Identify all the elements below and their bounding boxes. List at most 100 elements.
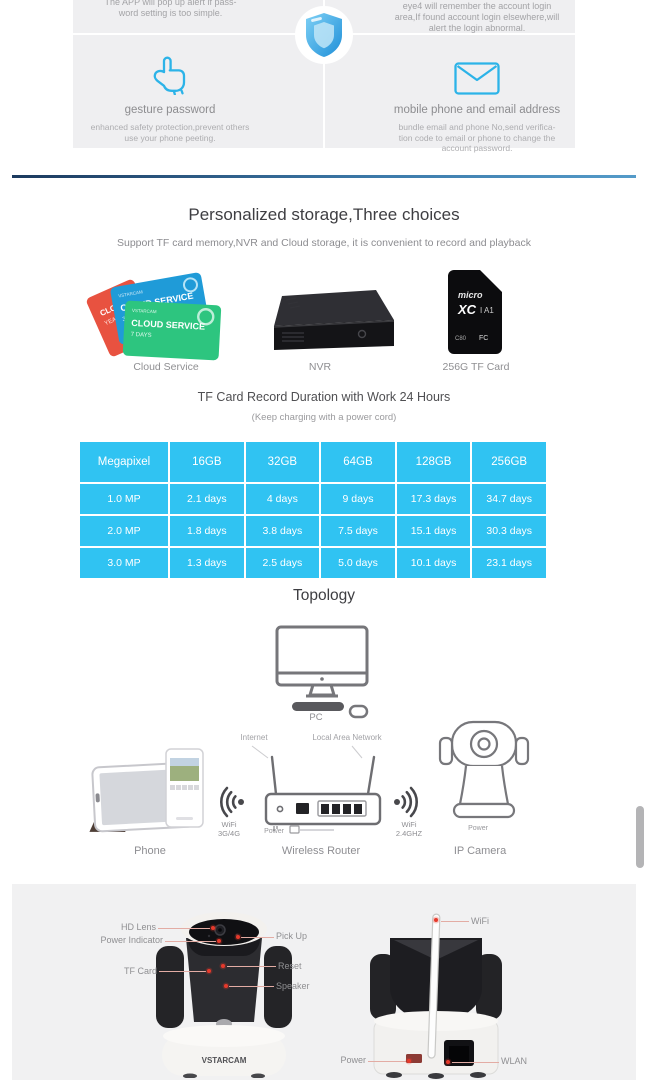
table-row: 3.0 MP 1.3 days 2.5 days 5.0 days 10.1 d… (80, 548, 546, 578)
tf-text: FC (479, 335, 488, 342)
callout-power-indicator: Power Indicator (100, 935, 163, 945)
tf-card-image: micro XC I A1 C80 FC (448, 270, 502, 354)
table-cell: 2.1 days (170, 484, 244, 514)
table-cell: 34.7 days (472, 484, 546, 514)
envelope-icon (382, 55, 572, 95)
text-line: alert the login abnormal. (428, 23, 526, 33)
feature-title: mobile phone and email address (393, 104, 561, 116)
table-title: TF Card Record Duration with Work 24 Hou… (197, 390, 451, 404)
card-brand: VSTARCAM (132, 308, 157, 314)
tf-text: I A1 (480, 306, 494, 315)
topology-connector-lines (251, 745, 363, 759)
table-cell: 3.0 MP (80, 548, 168, 578)
router-illustration (264, 755, 382, 834)
shield-icon (295, 6, 353, 64)
text-line: eye4 will remember the account login (402, 1, 552, 11)
callout-line (227, 966, 276, 967)
table-cell: 3.8 days (245, 516, 320, 546)
camera-back-image (370, 913, 502, 1079)
table-row: 1.0 MP 2.1 days 4 days 9 days 17.3 days … (80, 484, 546, 514)
table-cell: 9 days (321, 484, 395, 514)
feature-phone-email: mobile phone and email address bundle em… (382, 55, 572, 154)
text-line: WiFi (221, 820, 237, 829)
callout-dot (446, 1060, 450, 1064)
callout-dot (221, 964, 225, 968)
login-abnormal-text: eye4 will remember the account login are… (382, 1, 572, 34)
text-line: bundle email and phone No,send verifica- (398, 122, 556, 132)
wifi-3g4g-label: WiFi 3G/4G (204, 820, 254, 838)
camera-power-label: Power (468, 825, 488, 832)
callout-reset: Reset (278, 961, 302, 971)
feature-gesture-password: gesture password enhanced safety protect… (75, 55, 265, 143)
tf-text: micro (458, 290, 483, 300)
callout-line (368, 1061, 406, 1062)
card-brand: VSTARCAM (118, 289, 143, 298)
ip-camera-label: IP Camera (453, 845, 507, 857)
table-cell: 2.0 MP (80, 516, 168, 546)
table-cell: 15.1 days (396, 516, 471, 546)
table-row: 2.0 MP 1.8 days 3.8 days 7.5 days 15.1 d… (80, 516, 546, 546)
pc-illustration (275, 625, 369, 719)
table-cell: 23.1 days (472, 548, 546, 578)
callout-dot (224, 984, 228, 988)
header-cell: 256GB (472, 442, 546, 482)
text-line: word setting is too simple. (118, 8, 223, 18)
callout-tf-card: TF Card (123, 966, 157, 976)
header-cell: Megapixel (80, 442, 168, 482)
callout-line (441, 921, 469, 922)
storage-section-subtitle: Support TF card memory,NVR and Cloud sto… (117, 237, 531, 249)
table-cell: 7.5 days (321, 516, 395, 546)
phone-label: Phone (134, 845, 166, 857)
callout-power: Power (340, 1055, 366, 1065)
internet-label: Internet (240, 733, 268, 742)
text-line: 3G/4G (217, 829, 241, 838)
wifi-signal-right-icon (394, 786, 418, 818)
callout-line (158, 928, 210, 929)
table-cell: 1.0 MP (80, 484, 168, 514)
text-line: The APP will pop up alert if pass- (104, 0, 237, 7)
gesture-hand-icon (75, 55, 265, 95)
router-label: Wireless Router (281, 845, 361, 857)
text-line: WiFi (401, 820, 417, 829)
table-cell: 1.8 days (170, 516, 244, 546)
section-divider-line (12, 175, 636, 178)
callout-speaker: Speaker (276, 981, 310, 991)
tf-text: XC (457, 302, 477, 317)
feature-title: gesture password (124, 104, 216, 116)
phone-illustration (89, 748, 204, 833)
card-text: 7 DAYS (131, 332, 152, 339)
wifi-24ghz-label: WiFi 2.4GHZ (384, 820, 434, 838)
brand-logo-text: VSTARCAM (202, 1056, 247, 1065)
text-line: 2.4GHZ (395, 829, 423, 838)
callout-dot (434, 918, 438, 922)
feature-description: bundle email and phone No,send verifica-… (382, 122, 572, 154)
text-line: enhanced safety protection,prevent other… (90, 122, 250, 132)
table-cell: 30.3 days (472, 516, 546, 546)
callout-dot (407, 1059, 411, 1063)
callout-dot (217, 939, 221, 943)
storage-section-title: Personalized storage,Three choices (188, 205, 460, 224)
callout-dot (211, 926, 215, 930)
text-line: tion code to email or phone to change th… (398, 132, 556, 143)
product-label-nvr: NVR (308, 361, 332, 373)
header-cell: 32GB (245, 442, 320, 482)
ip-camera-illustration (438, 720, 530, 819)
table-header-row: Megapixel 16GB 32GB 64GB 128GB 256GB (80, 442, 546, 482)
callout-line (229, 986, 274, 987)
table-cell: 2.5 days (245, 548, 320, 578)
header-cell: 16GB (170, 442, 244, 482)
text-line: use your phone peeting. (124, 132, 216, 143)
callout-hd-lens: HD Lens (120, 922, 156, 932)
tf-text: C80 (455, 336, 467, 342)
callout-wlan: WLAN (501, 1056, 528, 1066)
scrollbar-thumb[interactable] (636, 806, 644, 868)
card-text: CLOUD SERVICE (131, 318, 205, 332)
text-line: area,If found account login elsewhere,wi… (394, 12, 560, 22)
callout-dot (207, 969, 211, 973)
header-cell: 64GB (321, 442, 395, 482)
callout-dot (236, 935, 240, 939)
table-note: (Keep charging with a power cord) (251, 412, 397, 423)
text-line: account password. (441, 143, 513, 153)
camera-diagram-panel (12, 884, 636, 1080)
